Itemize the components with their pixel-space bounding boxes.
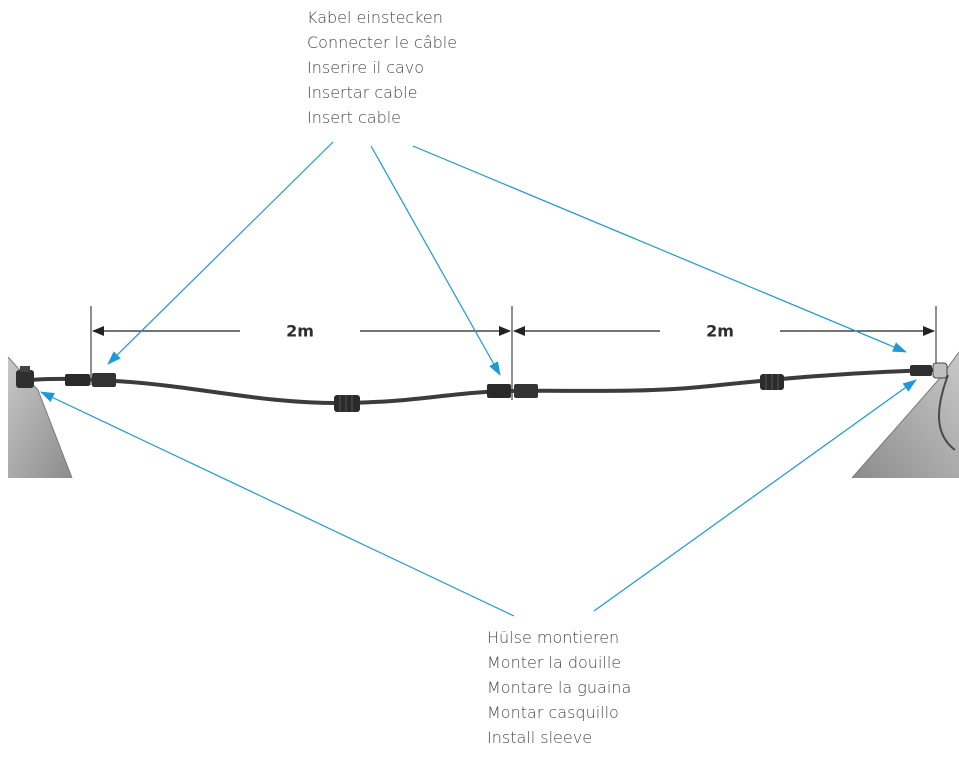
connector-joint-2 (487, 384, 538, 398)
connector-left-end (16, 366, 34, 388)
sleeve-2 (760, 374, 784, 390)
dimension-label-right: 2m (700, 321, 740, 341)
dimension-label-left: 2m (280, 321, 320, 341)
sleeve-1 (334, 395, 360, 412)
insert-cable-label-block: Kabel einstecken Connecter le câble Inse… (307, 5, 457, 130)
label-en: Insert cable (307, 108, 402, 127)
label-en: Install sleeve (487, 728, 593, 747)
insert-cable-callouts (107, 141, 907, 376)
label-es: Insertar cable (307, 83, 418, 102)
connector-right-end (910, 362, 948, 379)
label-de: Kabel einstecken (307, 8, 443, 27)
install-sleeve-callouts (40, 379, 917, 617)
install-sleeve-label-block: Hülse montieren Monter la douille Montar… (487, 625, 631, 750)
label-it: Montare la guaina (487, 678, 632, 697)
label-es: Montar casquillo (487, 703, 619, 722)
connector-joint-1 (65, 373, 116, 387)
cable (26, 368, 937, 406)
label-de: Hülse montieren (487, 628, 620, 647)
label-it: Inserire il cavo (307, 58, 425, 77)
label-fr: Connecter le câble (307, 33, 458, 52)
label-fr: Monter la douille (487, 653, 622, 672)
dimension-extension-lines (90, 306, 937, 400)
